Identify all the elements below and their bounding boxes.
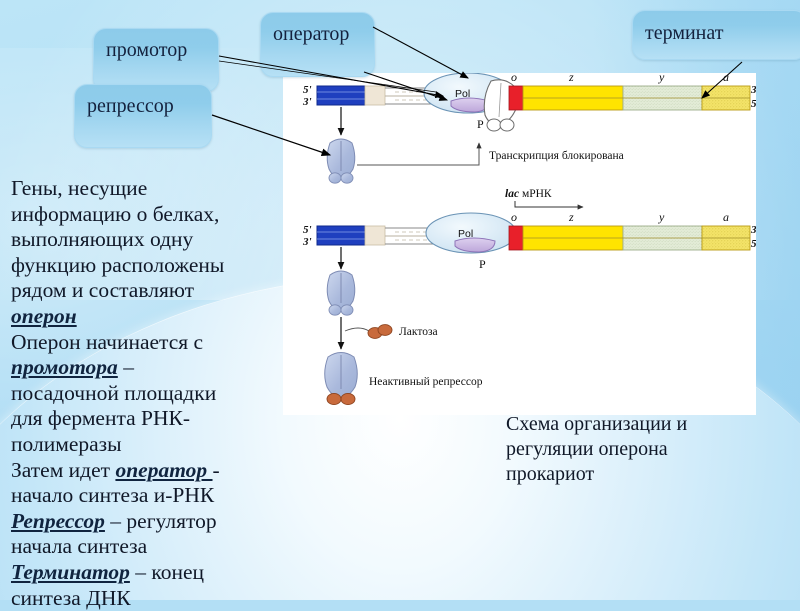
operator-label-top: o: [511, 73, 517, 84]
svg-text:5': 5': [303, 224, 312, 236]
operator-block-bottom: [509, 226, 523, 250]
operator-block-top: [509, 86, 523, 110]
term-operon: оперон: [11, 304, 77, 328]
svg-text:5': 5': [751, 98, 756, 110]
lactose-molecule: Лактоза: [345, 325, 438, 339]
repressor-binding-path: [357, 143, 479, 165]
svg-text:3': 3': [302, 236, 312, 248]
caption-line-3: прокариот: [506, 462, 756, 487]
body-line-10: для фермента РНК-: [11, 406, 291, 432]
body-line-5: рядом и составляют: [11, 278, 291, 304]
body-line-11: полимеразы: [11, 432, 291, 458]
caption-line-2: регуляции оперона: [506, 437, 756, 462]
svg-text:3': 3': [750, 224, 756, 236]
term-operator: оператор: [115, 458, 212, 482]
diagram-bottom-row: 5' 3' Pol P o: [302, 188, 756, 405]
body-line-2: информацию о белках,: [11, 202, 291, 228]
lesson-body-text: Гены, несущие информацию о белках, выпол…: [11, 176, 291, 611]
body-line-15: начала синтеза: [11, 534, 291, 560]
gene-a-label-top: a: [723, 73, 729, 84]
body-line-12: Затем идет оператор -: [11, 458, 291, 484]
i-gene-block-bottom: [317, 226, 385, 245]
svg-text:3': 3': [750, 84, 756, 96]
term-terminator: Терминатор: [11, 560, 130, 584]
lac-mrna-italic: lac: [505, 188, 519, 200]
callout-repressor[interactable]: репрессор: [74, 84, 212, 148]
diagram-panel: 5' 3' Pol P: [283, 73, 756, 415]
inactive-repressor-label: Неактивный репрессор: [369, 376, 483, 388]
gene-z-label-bottom: z: [568, 210, 574, 224]
gene-y-label-top: y: [658, 73, 665, 84]
lactose-label: Лактоза: [399, 326, 438, 338]
body-line-14-tail: – регулятор: [105, 509, 217, 533]
diagram-caption: Схема организации и регуляции оперона пр…: [506, 412, 756, 487]
svg-text:lac мРНК: lac мРНК: [505, 188, 552, 200]
term-repressor: Репрессор: [11, 509, 105, 533]
gene-y-label-bottom: y: [658, 210, 665, 224]
operator-label-bottom: o: [511, 210, 517, 224]
gene-z-label-top: z: [568, 73, 574, 84]
body-line-12-tail: -: [213, 458, 220, 482]
body-line-9: посадочной площадки: [11, 381, 291, 407]
promoter-region-bottom: P: [455, 238, 495, 271]
structural-genes-bottom: z y a 3' 5': [523, 210, 756, 250]
free-repressor-top: [327, 107, 355, 183]
promoter-region-top: P: [451, 98, 489, 131]
body-line-4: функцию расположены: [11, 253, 291, 279]
body-line-16: Терминатор – конец: [11, 560, 291, 586]
svg-text:5': 5': [303, 84, 312, 96]
caption-line-1: Схема организации и: [506, 412, 756, 437]
structural-genes-top: z y a 3' 5': [523, 73, 756, 110]
transcription-blocked-label: Транскрипция блокирована: [489, 150, 624, 162]
operon-diagram: 5' 3' Pol P: [283, 73, 756, 415]
lac-mrna-text: мРНК: [519, 188, 552, 200]
body-line-16-tail: – конец: [130, 560, 204, 584]
gene-a-label-bottom: a: [723, 210, 729, 224]
callout-promoter[interactable]: промотор: [93, 28, 219, 92]
body-line-6: оперон: [11, 304, 291, 330]
callout-operator[interactable]: оператор: [260, 12, 375, 77]
body-line-14: Репрессор – регулятор: [11, 509, 291, 535]
repressor-inactivation-chain: Лактоза Неактивный репрессор: [325, 247, 483, 405]
body-line-8-tail: –: [118, 355, 134, 379]
term-promoter: промотора: [11, 355, 118, 379]
callout-terminator[interactable]: терминат: [632, 10, 800, 60]
svg-text:5': 5': [751, 238, 756, 250]
i-gene-block-top: [317, 86, 385, 105]
body-line-8: промотора –: [11, 355, 291, 381]
body-line-17: синтеза ДНК: [11, 586, 291, 611]
body-line-1: Гены, несущие: [11, 176, 291, 202]
body-line-12-head: Затем идет: [11, 458, 115, 482]
lac-mrna-annotation: lac мРНК: [505, 188, 583, 207]
svg-text:3': 3': [302, 96, 312, 108]
p-label-bottom: P: [479, 257, 486, 271]
body-line-7: Оперон начинается с: [11, 330, 291, 356]
body-line-3: выполняющих одну: [11, 227, 291, 253]
diagram-top-row: 5' 3' Pol P: [302, 73, 756, 183]
p-label-top: P: [477, 117, 484, 131]
body-line-13: начало синтеза и-РНК: [11, 483, 291, 509]
